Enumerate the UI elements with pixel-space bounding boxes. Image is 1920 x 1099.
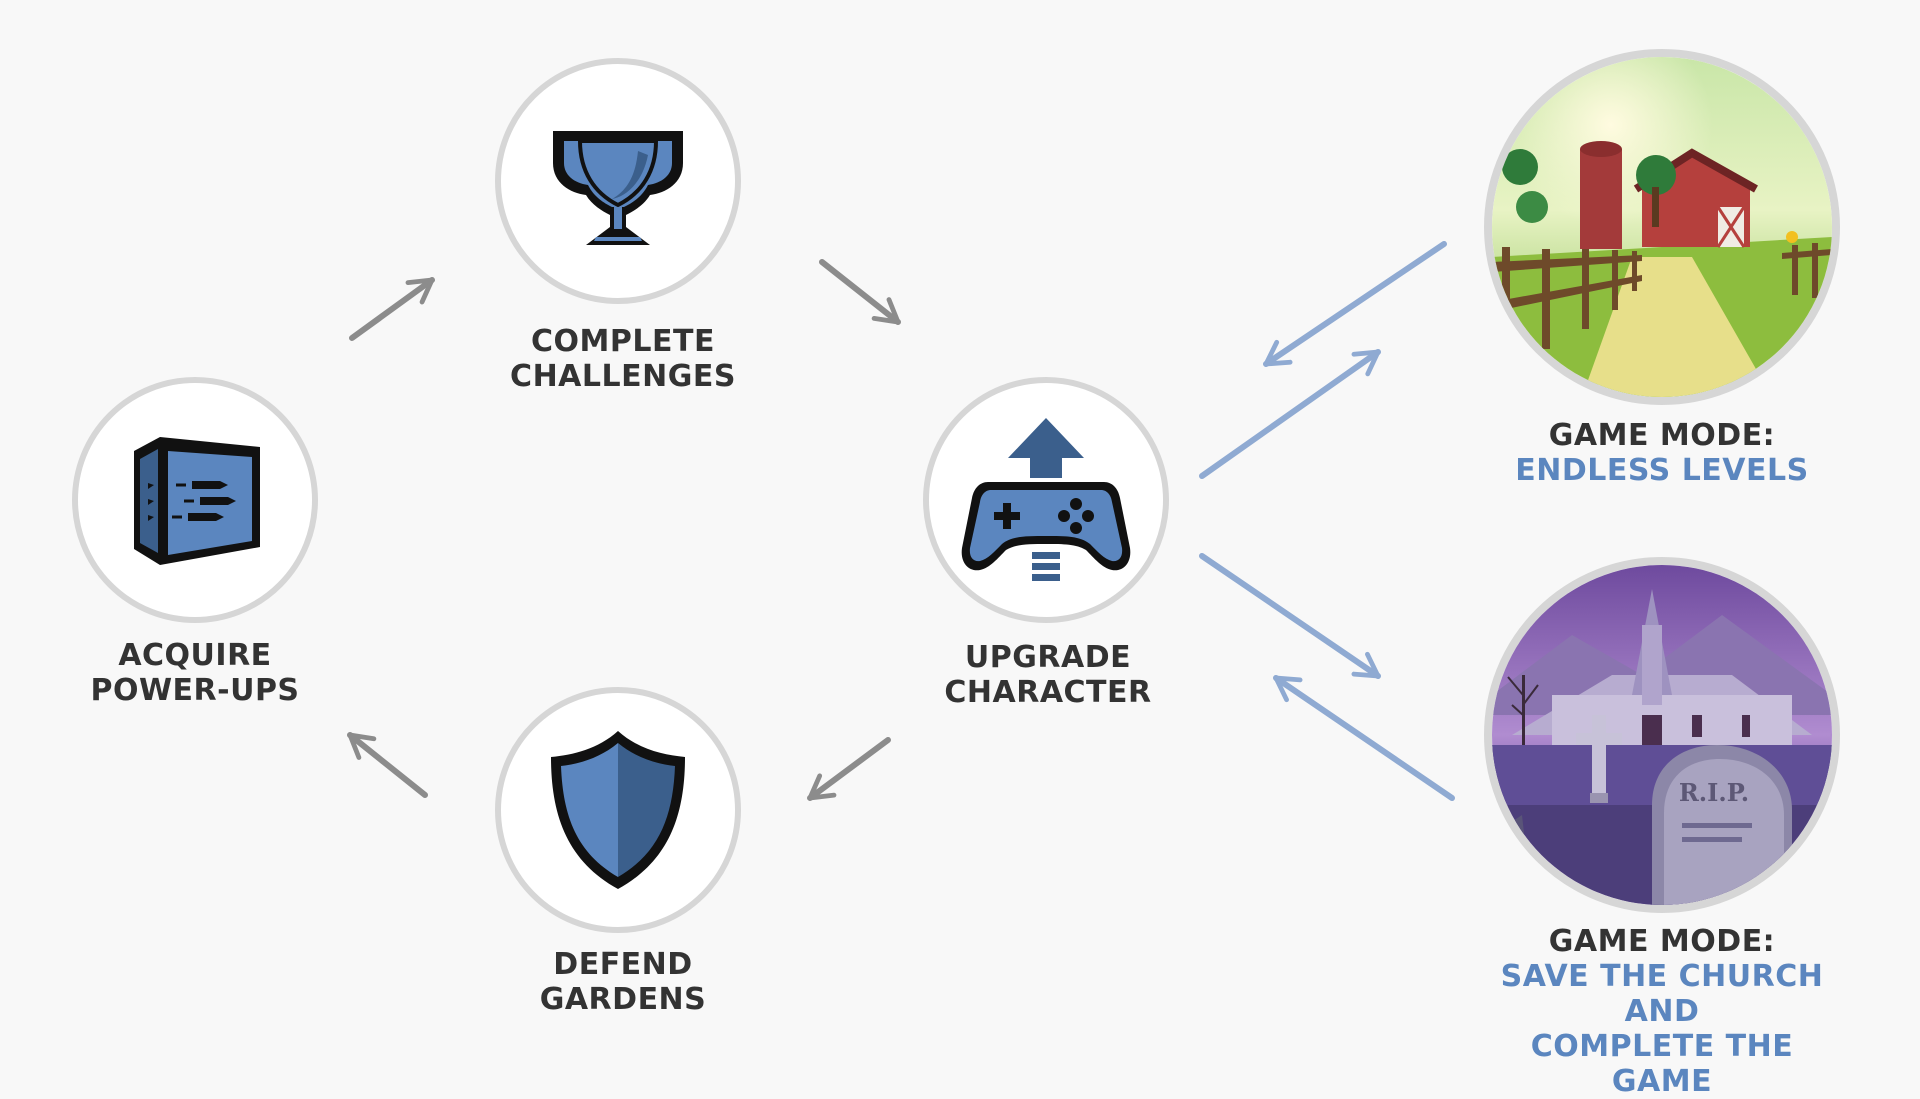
arrow-upgrade-to-endless xyxy=(1199,349,1381,479)
challenges-label-line2: CHALLENGES xyxy=(510,359,736,394)
challenges-label-line1: COMPLETE xyxy=(531,324,715,359)
gardens-label-line2: GARDENS xyxy=(539,982,707,1017)
challenges-node xyxy=(495,58,741,304)
shield-icon xyxy=(551,731,685,889)
upgrade-label-line1: UPGRADE xyxy=(964,640,1132,675)
powerups-label-line1: ACQUIRE xyxy=(118,638,272,673)
church-mode-label-line3: COMPLETE THE GAME xyxy=(1530,1029,1794,1099)
gardens-node xyxy=(495,687,741,933)
arrow-challenges-to-upgrade xyxy=(819,259,901,325)
arrow-upgrade-to-church xyxy=(1199,553,1381,679)
endless-mode-label-line1: GAME MODE: xyxy=(1548,418,1776,453)
church-mode-image: R.I.P. xyxy=(1484,557,1840,913)
upgrade-label-line2: CHARACTER xyxy=(944,675,1152,710)
arrow-upgrade-to-gardens xyxy=(807,737,891,801)
endless-mode-label-line2: ENDLESS LEVELS xyxy=(1515,453,1809,488)
gamepad-upgrade-icon xyxy=(961,418,1131,581)
graveyard-church-image: R.I.P. xyxy=(1492,565,1832,905)
farm-landscape-image xyxy=(1492,57,1832,397)
endless-mode-image xyxy=(1484,49,1840,405)
gardens-label: DEFEND GARDENS xyxy=(443,947,803,1017)
church-mode-label: GAME MODE: SAVE THE CHURCH AND COMPLETE … xyxy=(1482,924,1842,1099)
powerup-box-icon xyxy=(134,437,260,565)
endless-mode-label: GAME MODE: ENDLESS LEVELS xyxy=(1482,418,1842,488)
upgrade-node xyxy=(923,377,1169,623)
trophy-icon xyxy=(553,131,683,245)
arrow-church-to-upgrade xyxy=(1273,675,1455,801)
powerups-label-line2: POWER-UPS xyxy=(90,673,300,708)
church-mode-label-line1: GAME MODE: xyxy=(1548,924,1776,959)
powerups-label: ACQUIRE POWER-UPS xyxy=(15,638,375,708)
challenges-label: COMPLETE CHALLENGES xyxy=(443,324,803,394)
arrow-gardens-to-powerups xyxy=(347,732,428,798)
gardens-label-line1: DEFEND xyxy=(553,947,693,982)
arrow-endless-to-upgrade xyxy=(1263,241,1447,367)
arrow-powerups-to-challenges xyxy=(349,277,435,341)
tombstone-text: R.I.P. xyxy=(1679,778,1749,807)
powerups-node xyxy=(72,377,318,623)
church-mode-label-line2: SAVE THE CHURCH AND xyxy=(1500,959,1824,1029)
upgrade-label: UPGRADE CHARACTER xyxy=(868,640,1228,710)
